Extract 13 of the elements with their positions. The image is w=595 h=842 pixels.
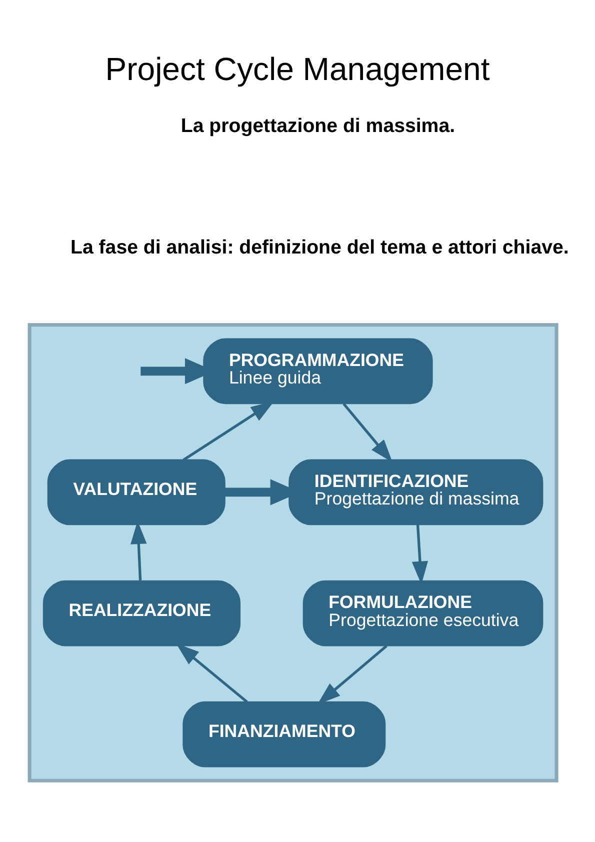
cluster: [28, 323, 558, 782]
node-box: FINANZIAMENTO: [182, 701, 386, 768]
node-box: REALIZZAZIONE: [42, 580, 241, 646]
node-box: FORMULAZIONE Progettazione esecutiva: [302, 580, 544, 646]
node-box: PROGRAMMAZIONE Linee guida: [203, 338, 433, 404]
node-box: IDENTIFICAZIONE Progettazione di massima: [288, 459, 544, 526]
label: La progettazione di massima.: [180, 115, 456, 138]
arrow: [182, 401, 274, 462]
node-box: VALUTAZIONE: [47, 459, 226, 526]
diagram-title: Project Cycle Management: [105, 50, 490, 87]
arrow: [342, 402, 393, 462]
label: La fase di analisi: definizione del tema e attori chiave.: [70, 236, 569, 258]
arrow: [176, 643, 248, 703]
